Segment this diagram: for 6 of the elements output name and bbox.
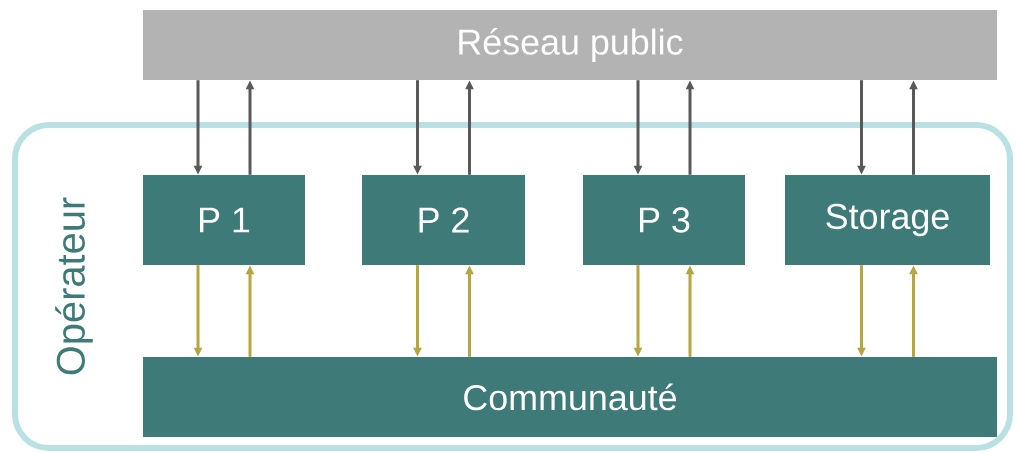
process-box: P 3 bbox=[583, 175, 745, 265]
process-box: P 2 bbox=[362, 175, 525, 265]
process-box: Storage bbox=[785, 175, 990, 265]
network-bar: Réseau public bbox=[143, 10, 997, 80]
process-box: P 1 bbox=[143, 175, 305, 265]
community-bar: Communauté bbox=[143, 357, 997, 437]
